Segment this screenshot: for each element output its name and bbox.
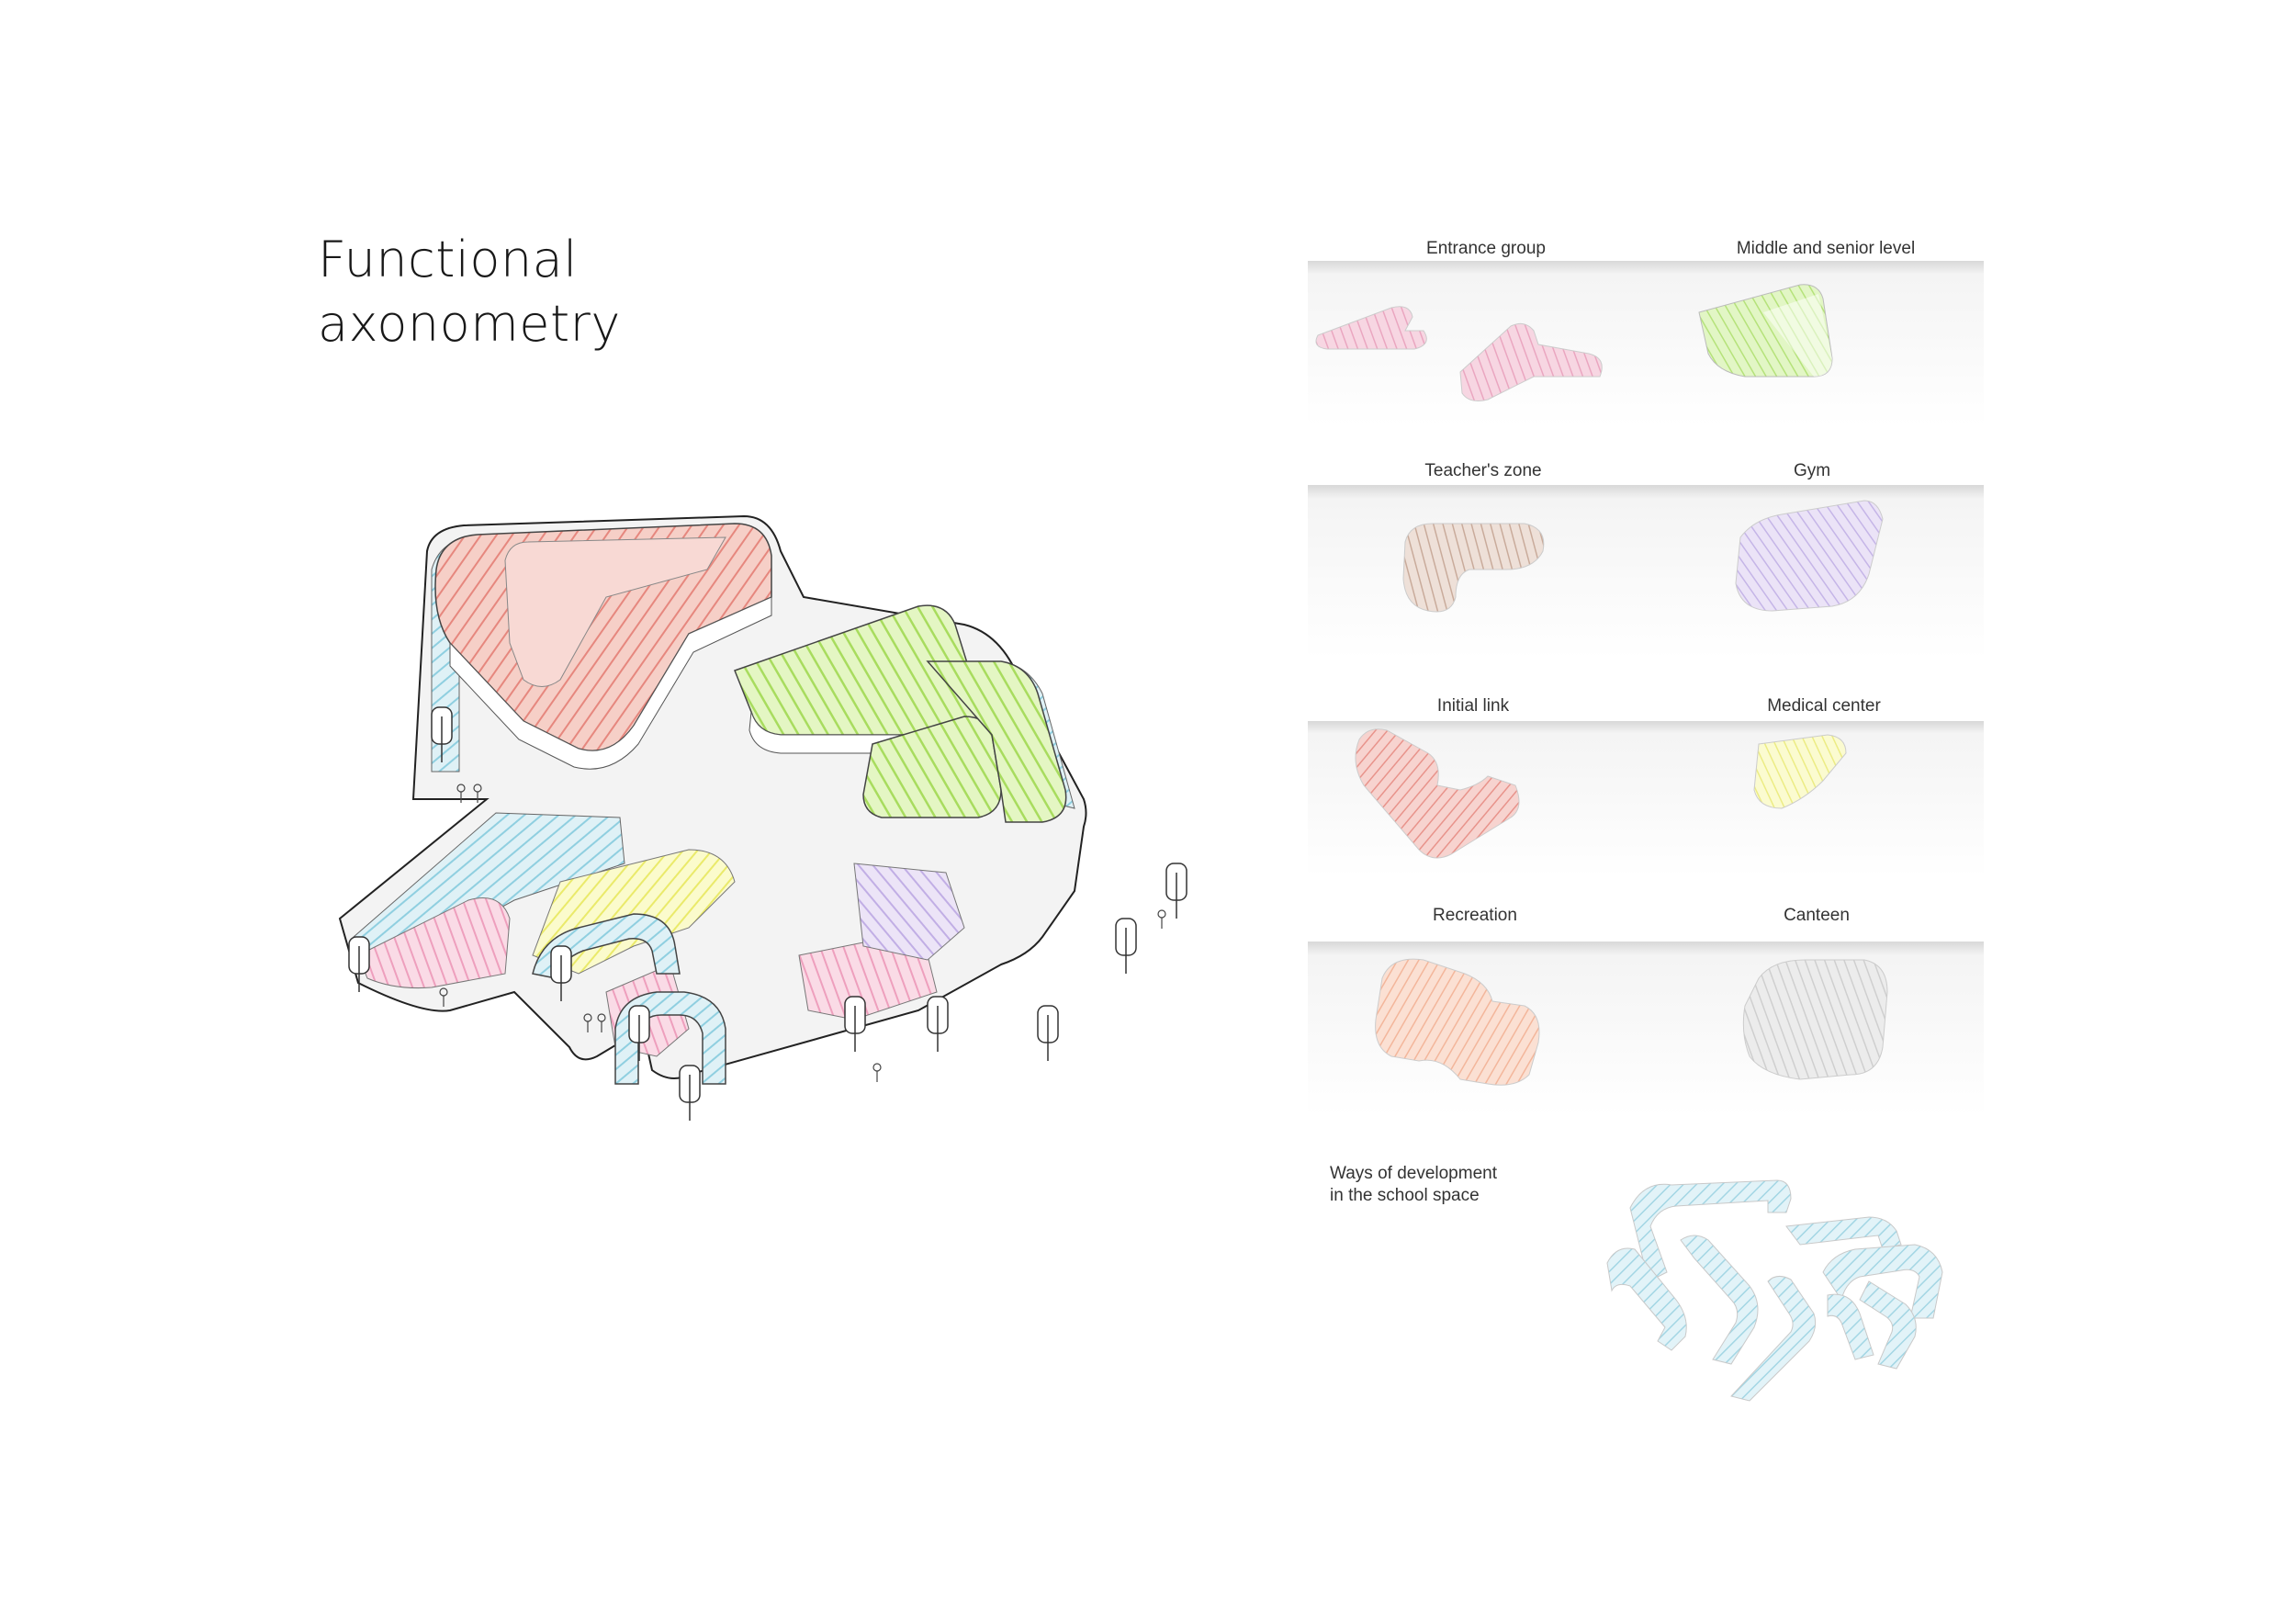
thumb-gym [1735,500,1884,612]
title-line-2: axonometry [318,295,621,353]
ways-of-development-label: Ways of development in the school space [1330,1163,1497,1207]
thumb-entrance-group [1315,306,1603,401]
legend-thumbnails [1308,261,1984,1116]
label-initial-link: Initial link [1436,696,1510,716]
title-line-1: Functional [318,231,578,288]
label-gym: Gym [1793,461,1831,480]
thumb-canteen [1742,959,1888,1080]
thumb-middle-senior-level [1698,284,1833,378]
label-teachers-zone: Teacher's zone [1424,461,1542,480]
thumb-teachers-zone [1402,523,1545,613]
label-medical-center: Medical center [1767,696,1881,716]
ways-line-2: in the school space [1330,1186,1480,1205]
ways-of-development-drawing [1606,1179,1943,1402]
page-title: Functional axonometry [318,228,621,356]
label-entrance-group: Entrance group [1426,239,1546,258]
thumb-medical-center [1753,734,1847,809]
ways-line-1: Ways of development [1330,1164,1497,1183]
thumb-initial-link [1355,728,1520,859]
main-axonometry-drawing [338,514,1187,1121]
label-recreation: Recreation [1433,906,1517,925]
label-middle-senior-level: Middle and senior level [1736,239,1916,258]
thumb-recreation [1375,958,1540,1086]
label-canteen: Canteen [1784,906,1850,925]
